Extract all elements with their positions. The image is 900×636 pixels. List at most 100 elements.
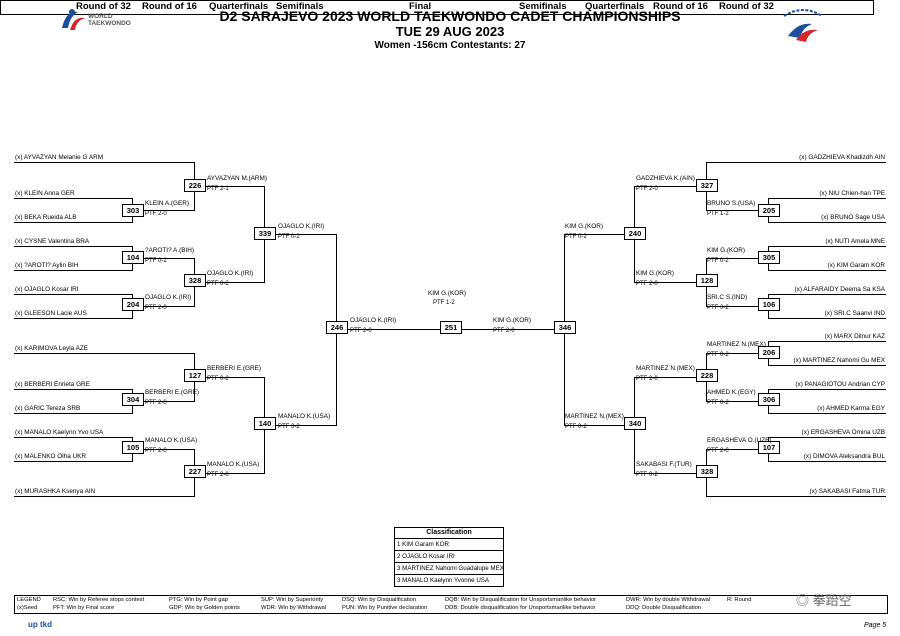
event-title: D2 SARAJEVO 2023 WORLD TAEKWONDO CADET C…: [219, 8, 681, 24]
watermark: ◎ 拳跆空: [796, 590, 852, 609]
entry-name: (x) AHMED Karma EGY: [817, 405, 885, 412]
bracket-line: [14, 437, 132, 438]
round-label: Round of 32: [76, 1, 131, 12]
match-score: PTF 2-1: [207, 186, 229, 192]
match-number: 140: [254, 417, 276, 430]
match-winner: KIM G.(KOR): [636, 270, 674, 277]
match-winner: OJAGLO K.(IRI): [207, 270, 254, 277]
entry-name: (x) BERBERI Enrieta GRE: [15, 381, 90, 388]
bracket-line: [706, 258, 768, 259]
classification-table: Classification 1 KIM Garam KOR 2 OJAGLO …: [394, 527, 504, 587]
match-number: 228: [696, 369, 718, 382]
match-winner: AHMED K.(EGY): [707, 389, 756, 396]
bracket-line: [452, 329, 564, 330]
classification-row: 1 KIM Garam KOR: [395, 539, 503, 551]
match-score: PTF 1-2: [707, 211, 729, 217]
bracket-line: [14, 222, 132, 223]
bracket-line: [564, 234, 634, 235]
match-winner: OJAGLO K.(IRI): [278, 223, 325, 230]
match-score: PTF 0-2: [278, 424, 300, 430]
bracket-line: [768, 389, 886, 390]
round-label: Quarterfinals: [585, 1, 645, 12]
match-score: PTF 0-2: [145, 258, 167, 264]
match-number: 107: [758, 441, 780, 454]
match-winner: ERGASHEVA O.(UZB): [707, 437, 772, 444]
classification-row: 3 MANALO Kaelynn Yvonne USA: [397, 577, 490, 584]
match-winner: KIM G.(KOR): [707, 247, 745, 254]
match-score: PTF 2-0: [493, 328, 515, 334]
rounds-header-bar: Round of 32 Round of 16 Quarterfinals Se…: [0, 0, 874, 15]
entry-name: (x) MARX Dilnur KAZ: [824, 333, 885, 340]
bracket-line: [14, 461, 132, 462]
match-number: 346: [554, 321, 576, 334]
match-score: PTF 2-0: [636, 376, 658, 382]
match-winner: ?AROTI? A.(BIH): [145, 247, 195, 254]
wechat-icon: ◎: [796, 593, 810, 608]
match-number: 339: [254, 227, 276, 240]
match-winner: MARTINEZ N.(MEX): [707, 341, 766, 348]
round-label: Final: [409, 1, 432, 12]
bracket-line: [132, 306, 194, 307]
entry-name: (x) NUTI Amela MNE: [825, 238, 885, 245]
legend-item: DSQ: Win by Disqualification: [342, 597, 417, 603]
bracket-line: [768, 222, 886, 223]
entry-name: (x) GADZHIEVA Khadizdh AIN: [799, 154, 885, 161]
entry-name: (x) NIU Chien-han TPE: [819, 190, 885, 197]
legend-item: DDQ: Double Disqualification: [626, 605, 702, 611]
bracket-line: [768, 413, 886, 414]
match-winner: MARTINEZ N.(MEX): [636, 365, 695, 372]
entry-name: (x) MALENKO Olha UKR: [15, 453, 87, 460]
bracket-line: [768, 246, 886, 247]
round-label: Round of 32: [719, 1, 774, 12]
match-score: PTF 0-2: [565, 424, 587, 430]
entry-name: (x) PANAGIOTOU Andrian CYP: [795, 381, 885, 388]
logo-line-1: WORLD: [88, 13, 113, 20]
bracket-line: [768, 198, 886, 199]
match-winner: MANALO K.(USA): [278, 413, 331, 420]
match-number: 206: [758, 346, 780, 359]
legend-item: DWR: Win by double Withdrawal: [626, 597, 711, 603]
bracket-line: [132, 401, 194, 402]
legend-item: PUN: Win by Punitive declaration: [342, 605, 428, 611]
bracket-line: [194, 473, 264, 474]
entry-name: (x) BRUNO Sage USA: [821, 214, 885, 221]
match-score: PTF 0-2: [707, 400, 729, 406]
match-score: PTF 2-0: [145, 400, 167, 406]
entry-name: (x) ALFARAIDY Deema Sa KSA: [794, 286, 885, 293]
bracket-line: [768, 461, 886, 462]
bracket-line: [768, 437, 886, 438]
legend-item: WDR: Win by Withdrawal: [261, 605, 327, 611]
match-score: PTF 2-0: [145, 448, 167, 454]
bracket-line: [14, 318, 132, 319]
bracket-line: [634, 473, 706, 474]
weight-category: Women -156cm Contestants: 27: [374, 40, 526, 51]
match-winner: OJAGLO K.(IRI): [350, 317, 397, 324]
legend-item: DDB: Double disqualification for Unsport…: [445, 605, 596, 611]
round-label: Quarterfinals: [209, 1, 269, 12]
legend-item: PTG: Win by Point gap: [169, 597, 228, 603]
match-number: 106: [758, 298, 780, 311]
match-number: 128: [696, 274, 718, 287]
bracket-line: [132, 210, 194, 211]
match-score: PTF 2-0: [207, 472, 229, 478]
classification-title: Classification: [395, 528, 503, 539]
uptkd-logo: up tkd: [28, 620, 52, 629]
match-winner: OJAGLO K.(IRI): [145, 294, 192, 301]
bracket-line: [706, 401, 768, 402]
entry-name: (x) BEKA Rueida ALB: [15, 214, 77, 221]
bracket-line: [14, 162, 194, 163]
entry-name: (x) KLEIN Anna GER: [15, 190, 75, 197]
bracket-line: [264, 234, 336, 235]
match-number: 328: [184, 274, 206, 287]
match-number: 127: [184, 369, 206, 382]
legend-item: R: Round: [727, 597, 752, 603]
match-number: 240: [624, 227, 646, 240]
bracket-line: [14, 246, 132, 247]
match-winner: KIM G.(KOR): [565, 223, 603, 230]
entry-name: (x) GARIC Tereza SRB: [15, 405, 81, 412]
entry-name: (x) DIMOVA Aleksandra BUL: [803, 453, 885, 460]
entry-name: (x) CYSNE Valentina BRA: [15, 238, 90, 245]
bracket-line: [14, 294, 132, 295]
legend-item: GDP: Win by Golden points: [169, 605, 240, 611]
match-score: PTF 0-2: [707, 305, 729, 311]
